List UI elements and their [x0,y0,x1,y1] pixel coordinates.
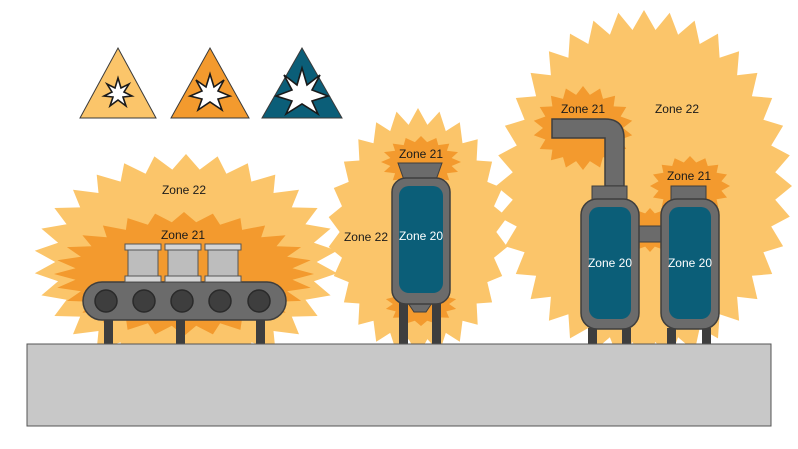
zone-20-warning-sign [261,46,343,119]
explosion-icon [187,71,233,113]
canister [204,243,242,283]
silo-zone-22-label: Zone 22 [344,230,388,244]
warning-signs [79,46,343,119]
canister [164,243,202,283]
conveyor-zone-22-label: Zone 22 [162,183,206,197]
conveyor-rollers [94,289,271,313]
vessels-zone-21-left-label: Zone 21 [561,102,605,116]
vessels-zone-21-right-label: Zone 21 [667,169,711,183]
silo-zone-21-top-area [381,136,461,188]
vessels-zone-20-right-label: Zone 20 [668,256,712,270]
conveyor-equipment [82,243,287,344]
zone-21-warning-sign [170,46,250,119]
canister [124,243,162,283]
left-vessel-zone-20-interior [589,207,631,319]
canisters [124,243,242,283]
silo-zone-20-interior [399,186,443,293]
vessels-zone-22-area [496,10,792,362]
vessels-zone-22-label: Zone 22 [655,102,699,116]
explosion-icon [273,65,331,117]
vessel-connector [635,225,665,243]
conveyor-zone-21-label: Zone 21 [161,228,205,242]
explosion-icon [101,75,135,109]
zone-22-warning-sign [79,46,157,119]
right-vessel-zone-20-interior [669,207,711,319]
vessels-zone-20-left-label: Zone 20 [588,256,632,270]
vessel-pipe [551,118,625,187]
silo-equipment [391,162,451,344]
zone-labels: Zone 22 Zone 21 Zone 21 Zone 22 Zone 20 … [161,102,712,270]
ground-slab [26,343,772,427]
twin-vessels-equipment [551,118,720,344]
silo-zone-21-label: Zone 21 [399,147,443,161]
silo-zone-20-label: Zone 20 [399,229,443,243]
